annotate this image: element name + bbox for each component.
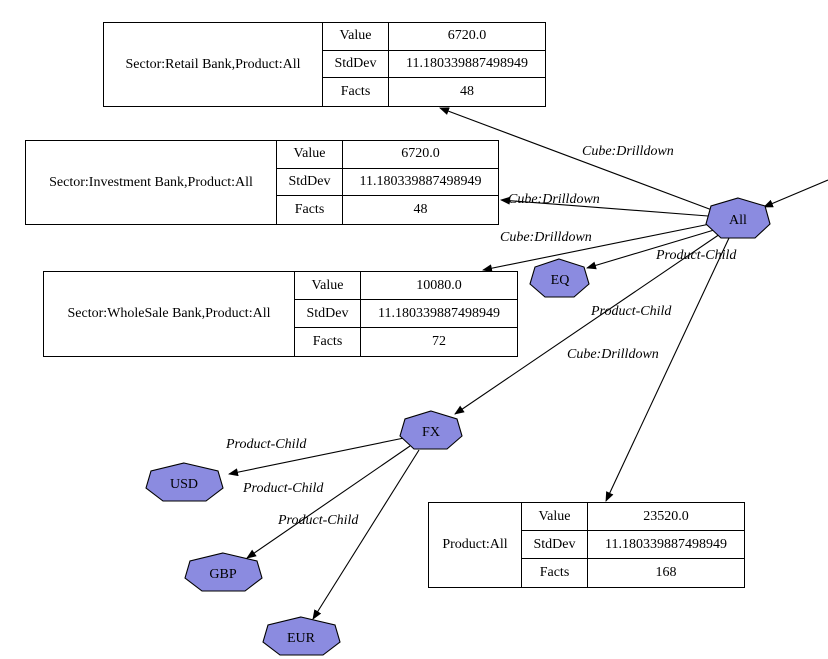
edge-all-retail [439, 107, 713, 211]
row-key: StdDev [277, 168, 343, 196]
row-key: Facts [277, 196, 343, 224]
edge-label: Product-Child [655, 248, 737, 263]
row-value: 72 [432, 334, 446, 349]
row-key: StdDev [522, 531, 588, 558]
node-label: EUR [287, 631, 316, 646]
record-wholesale-bank[interactable]: Sector:WholeSale Bank,Product:All Value 1… [43, 271, 518, 357]
edge-label: Cube:Drilldown [500, 230, 592, 245]
record-label: Sector:Retail Bank,Product:All [104, 23, 323, 106]
edge-all-fx [454, 233, 721, 415]
row-key: Value [522, 503, 588, 530]
node-eq[interactable]: EQ [529, 258, 590, 298]
row-value: 168 [655, 565, 677, 580]
row-value: 11.180339887498949 [378, 305, 500, 321]
row-key: StdDev [323, 50, 389, 78]
row-key: Value [323, 23, 389, 50]
node-label: USD [170, 477, 198, 492]
row-key: Value [295, 272, 361, 299]
edge-fx-gbp [246, 445, 411, 559]
edge-label: Product-Child [242, 481, 324, 496]
node-gbp[interactable]: GBP [184, 552, 263, 592]
row-value: 6720.0 [447, 28, 487, 44]
node-eur[interactable]: EUR [262, 616, 341, 656]
edge-all-product [605, 237, 730, 502]
edge-label: Cube:Drilldown [508, 192, 600, 207]
record-label: Sector:Investment Bank,Product:All [26, 141, 277, 224]
row-key: Facts [295, 328, 361, 356]
edge-all-wholesale [482, 223, 711, 273]
row-value: 11.180339887498949 [406, 55, 528, 71]
node-all[interactable]: All [705, 197, 771, 239]
row-value: 10080.0 [416, 277, 462, 293]
edge-label: Cube:Drilldown [582, 144, 674, 159]
row-key: Value [277, 141, 343, 168]
row-value: 23520.0 [643, 508, 689, 524]
row-value: 11.180339887498949 [605, 536, 727, 552]
row-key: StdDev [295, 300, 361, 327]
row-value: 6720.0 [401, 146, 440, 162]
node-usd[interactable]: USD [145, 462, 224, 502]
node-label: EQ [551, 273, 570, 288]
edges [228, 107, 828, 620]
record-product-all[interactable]: Product:All Value 23520.0 StdDev 11.180339… [428, 502, 745, 588]
row-key: Facts [522, 559, 588, 587]
row-value: 11.180339887498949 [359, 173, 482, 189]
edge-label: Cube:Drilldown [567, 347, 659, 362]
edge-fx-eur [312, 449, 420, 620]
row-value: 48 [460, 84, 474, 100]
node-label: All [729, 213, 747, 228]
node-fx[interactable]: FX [399, 410, 463, 450]
edge-label: Product-Child [225, 437, 307, 452]
record-label: Sector:WholeSale Bank,Product:All [44, 272, 295, 356]
edge-all-eq [586, 229, 715, 270]
node-label: FX [422, 425, 440, 440]
edge-fx-usd [228, 437, 405, 477]
edge-label: Product-Child [277, 513, 359, 528]
record-label: Product:All [429, 503, 522, 587]
edge-incoming-all [763, 179, 828, 208]
row-value: 48 [413, 202, 428, 218]
record-investment-bank[interactable]: Sector:Investment Bank,Product:All Value… [25, 140, 499, 225]
edge-label: Product-Child [590, 304, 672, 319]
node-label: GBP [209, 567, 236, 582]
record-retail-bank[interactable]: Sector:Retail Bank,Product:All Value 6720… [103, 22, 546, 107]
edge-all-investment [500, 196, 709, 217]
row-key: Facts [323, 78, 389, 106]
